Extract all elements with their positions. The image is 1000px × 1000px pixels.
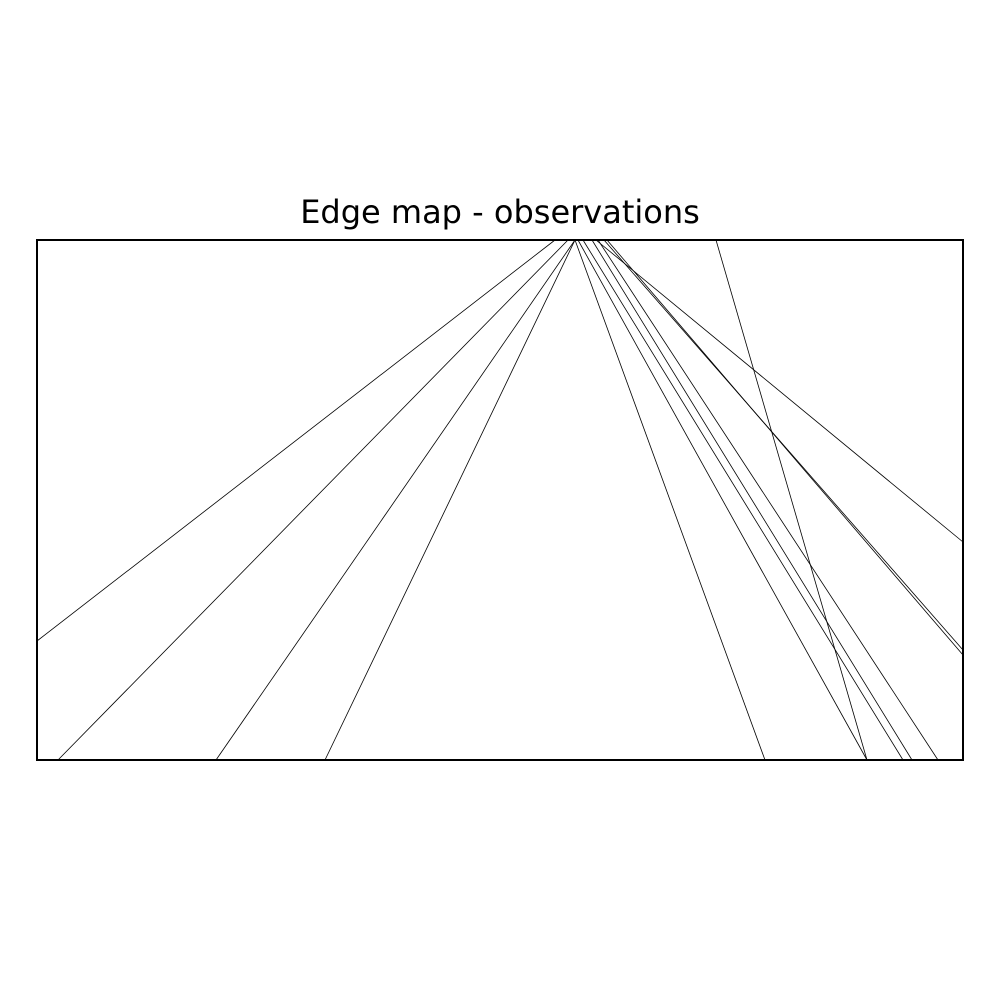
edge-line-11 <box>606 239 964 656</box>
plot-frame <box>36 239 964 761</box>
edge-line-3 <box>215 239 576 761</box>
edge-line-2 <box>57 239 569 761</box>
edge-line-6 <box>577 239 868 761</box>
edge-line-10 <box>603 239 964 651</box>
edge-line-12 <box>595 239 964 543</box>
edge-line-1 <box>36 239 556 642</box>
edge-line-7 <box>582 239 904 761</box>
edge-line-9 <box>597 239 939 761</box>
figure-title: Edge map - observations <box>300 193 700 231</box>
edge-line-5 <box>574 239 766 761</box>
edge-line-13 <box>715 239 868 761</box>
edge-line-4 <box>324 239 576 761</box>
edge-lines <box>36 239 964 761</box>
edge-line-8 <box>591 239 913 761</box>
